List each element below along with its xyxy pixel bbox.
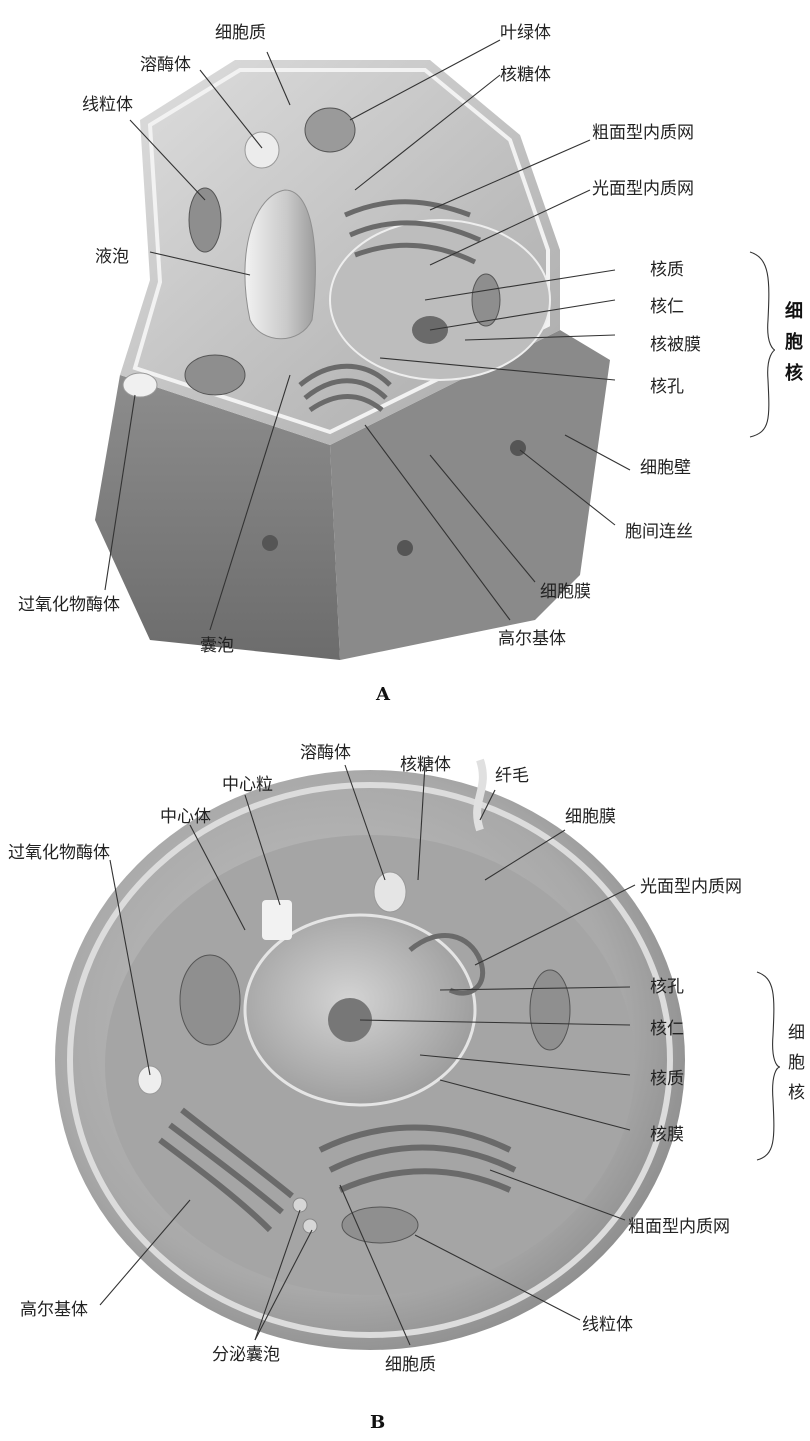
secretory-vesicle-shape	[293, 1198, 307, 1212]
panel-b: 溶酶体 核糖体 中心粒 纤毛 中心体 细胞膜 过氧化物酶体 光面型内质网 核孔 …	[8, 743, 805, 1433]
label-a-lysosome: 溶酶体	[140, 55, 191, 75]
label-a-rough-er: 粗面型内质网	[592, 123, 694, 143]
label-b-mitochondrion: 线粒体	[582, 1315, 633, 1335]
bracket-a-char-3: 核	[785, 362, 803, 384]
label-b-cilium: 纤毛	[495, 766, 529, 786]
label-b-ribosome: 核糖体	[400, 755, 451, 775]
label-b-nucleolus: 核仁	[650, 1019, 684, 1039]
label-b-nucleoplasm: 核质	[650, 1069, 684, 1089]
plasmodesma-pit	[510, 440, 526, 456]
label-a-nuclear-envelope: 核被膜	[650, 335, 701, 355]
label-a-nucleolus: 核仁	[650, 297, 684, 317]
label-a-cell-membrane: 细胞膜	[540, 582, 591, 602]
panel-a: 细胞质 叶绿体 溶酶体 核糖体 线粒体 粗面型内质网 光面型内质网 液泡 核质 …	[18, 23, 803, 705]
label-b-cell-membrane: 细胞膜	[565, 807, 616, 827]
label-b-centrosome: 中心体	[160, 807, 211, 827]
mitochondrion-b-shape-3	[530, 970, 570, 1050]
label-a-smooth-er: 光面型内质网	[592, 179, 694, 199]
label-b-smooth-er: 光面型内质网	[640, 877, 742, 897]
label-a-peroxisome: 过氧化物酶体	[18, 595, 120, 615]
label-b-nuclear-pore: 核孔	[650, 977, 684, 997]
bracket-a-char-1: 细	[785, 300, 803, 322]
secretory-vesicle-shape-2	[303, 1219, 317, 1233]
plasmodesma-pit-2	[397, 540, 413, 556]
label-a-plasmodesmata: 胞间连丝	[625, 522, 693, 542]
label-b-centriole: 中心粒	[222, 775, 273, 795]
mitochondrion-shape-2	[185, 355, 245, 395]
label-a-nuclear-pore: 核孔	[650, 377, 684, 397]
peroxisome-b-shape	[138, 1066, 162, 1094]
bracket-a-char-2: 胞	[785, 331, 803, 353]
label-b-nuclear-membrane: 核膜	[650, 1125, 684, 1145]
centriole-shape	[262, 900, 292, 940]
label-b-peroxisome: 过氧化物酶体	[8, 843, 110, 863]
panel-b-letter: B	[370, 1412, 385, 1433]
label-b-lysosome: 溶酶体	[300, 743, 351, 763]
nucleus-region	[330, 220, 550, 380]
lysosome-shape	[245, 132, 279, 168]
mitochondrion-shape	[189, 188, 221, 252]
label-a-ribosome: 核糖体	[500, 65, 551, 85]
mitochondrion-b-shape-2	[342, 1207, 418, 1243]
mitochondrion-b-shape	[180, 955, 240, 1045]
label-b-rough-er: 粗面型内质网	[628, 1217, 730, 1237]
lysosome-b-shape	[374, 872, 406, 912]
bracket-b-char-1: 细	[788, 1023, 805, 1043]
label-b-cytoplasm: 细胞质	[385, 1355, 436, 1375]
peroxisome-shape	[123, 373, 157, 397]
label-a-chloroplast: 叶绿体	[500, 23, 551, 43]
label-a-cell-wall: 细胞壁	[640, 458, 691, 478]
chloroplast-shape	[305, 108, 355, 152]
plasmodesma-pit-3	[262, 535, 278, 551]
label-b-secretory-vesicle: 分泌囊泡	[212, 1345, 280, 1365]
panel-a-letter: A	[375, 684, 391, 705]
label-a-mitochondrion: 线粒体	[82, 95, 133, 115]
label-a-vesicle: 囊泡	[200, 636, 234, 656]
label-a-golgi: 高尔基体	[498, 629, 566, 649]
label-a-nucleoplasm: 核质	[650, 260, 684, 280]
label-a-vacuole: 液泡	[95, 247, 129, 267]
bracket-b-char-2: 胞	[788, 1053, 805, 1073]
label-a-cytoplasm: 细胞质	[215, 23, 266, 43]
bracket-b-char-3: 核	[788, 1083, 805, 1103]
mitochondrion-shape-3	[472, 274, 500, 326]
label-b-golgi: 高尔基体	[20, 1300, 88, 1320]
